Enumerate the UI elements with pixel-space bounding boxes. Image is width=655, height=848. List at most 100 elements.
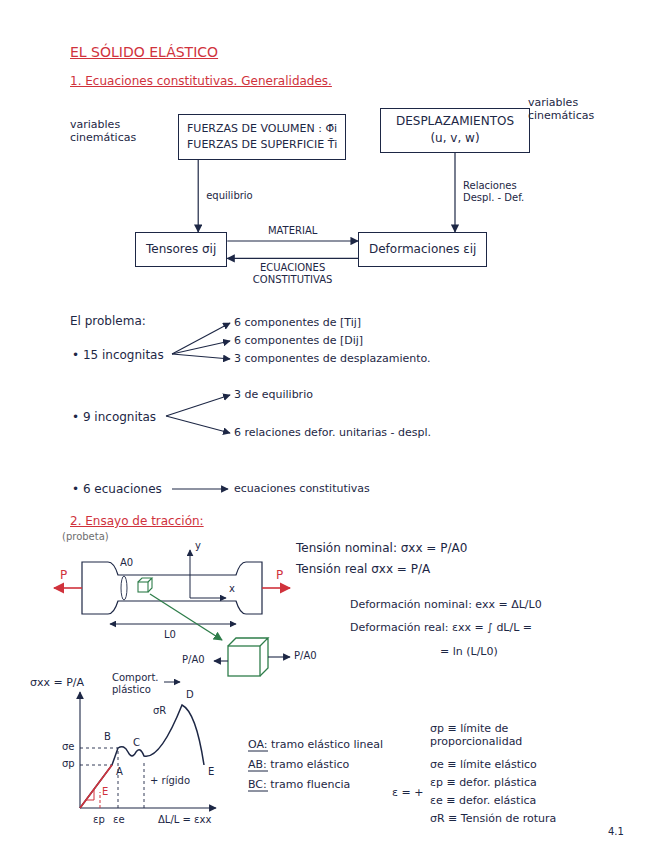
specimen-outline xyxy=(82,562,262,614)
note-text: A xyxy=(116,766,123,778)
connector-arrow xyxy=(227,240,358,241)
note-text: Deformación nominal: exx = ΔL/L0 xyxy=(350,598,542,611)
note-text: Tensión real σxx = P/A xyxy=(296,562,430,576)
note-text: E xyxy=(102,786,108,798)
note-text: BC: tramo fluencia xyxy=(248,778,350,791)
note-text: C xyxy=(133,737,140,749)
note-text: OA: tramo elástico lineal xyxy=(248,738,383,751)
note-text: σR xyxy=(153,705,166,717)
elastic-segment xyxy=(80,765,112,808)
zoom-arrow xyxy=(150,594,222,640)
cube-face xyxy=(138,582,148,592)
note-text: + rígido xyxy=(150,775,190,787)
note-text: σxx = P/A xyxy=(30,676,84,689)
note-text: variables cinemáticas xyxy=(70,118,134,144)
stress-arrow xyxy=(214,660,228,661)
cube-edges xyxy=(138,578,152,592)
edge-label: Relaciones Despl. - Def. xyxy=(461,180,549,204)
problem-arrows xyxy=(166,323,230,489)
plastic-strain-guide xyxy=(100,792,101,808)
note-text: B xyxy=(104,731,111,743)
note-text: L0 xyxy=(164,629,176,641)
dashed-guide xyxy=(80,765,112,766)
note-text: 3 componentes de desplazamiento. xyxy=(234,352,431,365)
cube-edges xyxy=(228,638,268,676)
note-text: σp ≡ límite de proporcionalidad xyxy=(430,722,545,748)
load-arrow xyxy=(262,587,290,589)
guide-lines xyxy=(80,748,144,808)
edge-label: equilibrio xyxy=(204,190,255,202)
note-text: E xyxy=(208,766,214,778)
graph-axis xyxy=(79,692,80,808)
note-text: = ln (L/L0) xyxy=(440,645,498,658)
note-text: ecuaciones constitutivas xyxy=(234,482,370,495)
y-axis xyxy=(190,550,191,598)
dashed-guide xyxy=(144,760,145,808)
note-text: 6 componentes de [Dij] xyxy=(234,334,363,347)
process-box: DESPLAZAMIENTOS (u, v, w) xyxy=(380,108,530,153)
note-text: P/A0 xyxy=(182,654,205,666)
note-text: σR ≡ Tensión de rotura xyxy=(430,812,556,825)
dashed-guide xyxy=(80,748,118,749)
note-text: εe ≡ defor. elástica xyxy=(430,794,536,807)
length-dimension xyxy=(110,624,236,625)
note-text: 4.1 xyxy=(608,826,624,838)
dashed-guide xyxy=(118,750,119,808)
edge-label: ECUACIONES CONSTITUTIVAS xyxy=(235,262,351,286)
note-text: x xyxy=(229,583,235,595)
note-text: • 15 incognitas xyxy=(72,348,164,362)
note-text: • 6 ecuaciones xyxy=(72,482,162,496)
connector-arrow xyxy=(454,153,455,232)
small-cube xyxy=(138,578,152,592)
process-box: Tensores σij xyxy=(135,232,227,267)
box-text: Deformaciones εij xyxy=(369,241,476,258)
section-heading: 1. Ecuaciones constitutivas. Generalidad… xyxy=(70,74,332,88)
note-text: 6 componentes de [Tij] xyxy=(234,316,361,329)
note-text: AB: tramo elástico xyxy=(248,758,349,771)
note-text: εp xyxy=(93,814,105,826)
stress-arrow xyxy=(268,656,290,657)
process-box: FUERZAS DE VOLUMEN : Φ̄iFUERZAS DE SUPER… xyxy=(178,114,346,160)
note-text: • 9 incognitas xyxy=(72,410,156,424)
stress-strain-curve xyxy=(80,705,204,808)
slope-triangle xyxy=(86,789,94,800)
note-text: P/A0 xyxy=(294,650,317,662)
note-text: ΔL/L = εxx xyxy=(158,814,211,826)
note-text: P xyxy=(60,568,67,582)
split-arrow xyxy=(172,354,230,359)
connector-arrow xyxy=(198,160,199,232)
large-cube xyxy=(228,638,268,676)
note-text: σe ≡ límite elástico xyxy=(430,758,537,771)
note-text: 6 relaciones defor. unitarias - despl. xyxy=(234,426,431,439)
pointer-arrow xyxy=(164,682,180,683)
cube-face xyxy=(228,646,260,676)
note-text: P xyxy=(276,568,283,582)
note-text: 3 de equilibrio xyxy=(234,388,313,401)
box-text: FUERZAS DE SUPERFICIE T̄i xyxy=(187,137,337,153)
note-text: εe xyxy=(113,814,125,826)
split-arrow xyxy=(172,323,230,354)
note-text: σp xyxy=(62,758,75,770)
note-text: (probeta) xyxy=(62,531,109,543)
connector-arrow xyxy=(227,258,358,259)
process-box: Deformaciones εij xyxy=(358,232,487,267)
note-text: D xyxy=(186,689,194,701)
note-text: ε = + xyxy=(392,786,423,799)
box-text: DESPLAZAMIENTOS (u, v, w) xyxy=(391,113,519,148)
note-text: Tensión nominal: σxx = P/A0 xyxy=(296,541,467,555)
note-text: El problema: xyxy=(70,314,146,328)
section-heading: 2. Ensayo de tracción: xyxy=(70,514,204,528)
box-text: Tensores σij xyxy=(146,241,216,258)
note-text: y xyxy=(195,540,201,552)
x-axis xyxy=(190,598,226,599)
load-arrow xyxy=(54,587,82,589)
page-title: EL SÓLIDO ELÁSTICO xyxy=(70,44,218,61)
note-text: A0 xyxy=(120,557,133,569)
box-text: FUERZAS DE VOLUMEN : Φ̄i xyxy=(187,121,337,137)
note-text: variables cinemáticas xyxy=(528,96,592,122)
edge-label: MATERIAL xyxy=(266,225,319,237)
note-text: εp ≡ defor. plástica xyxy=(430,776,537,789)
split-arrow xyxy=(172,341,230,354)
